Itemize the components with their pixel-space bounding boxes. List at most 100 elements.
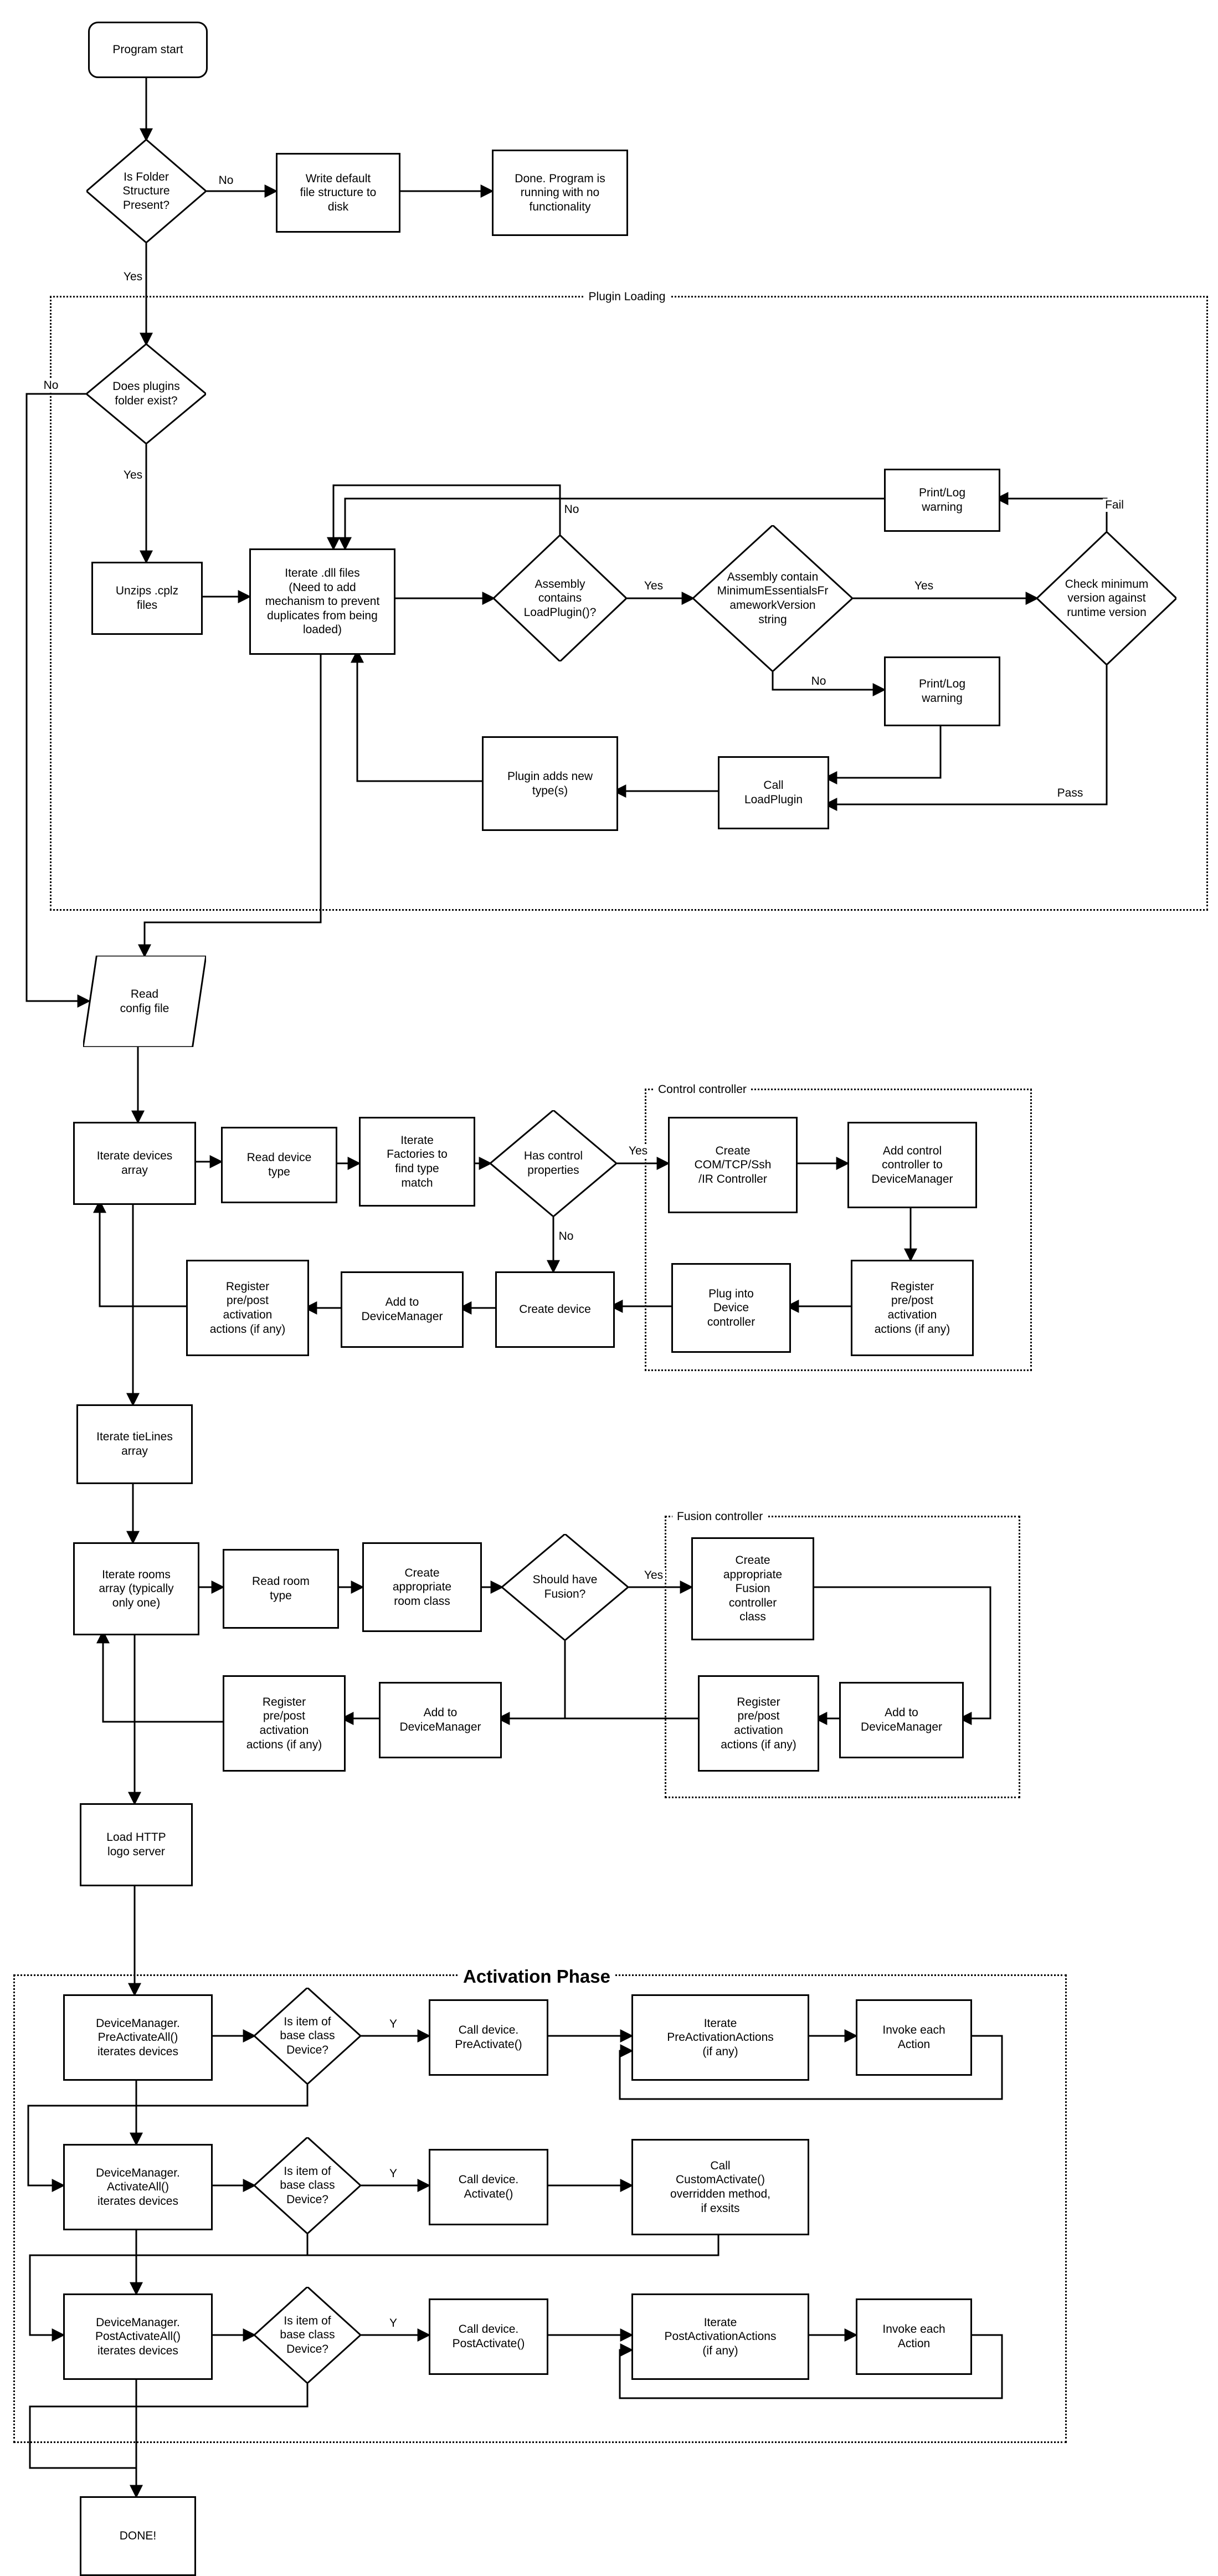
flow-edge bbox=[772, 671, 886, 696]
node-label: Iterate tieLines array bbox=[96, 1430, 173, 1458]
node-label: Plug into Device controller bbox=[707, 1287, 756, 1328]
flow-edge bbox=[811, 1586, 991, 1725]
node-label: Unzips .cplz files bbox=[115, 584, 179, 612]
diamond-shape bbox=[254, 2287, 361, 2383]
node-write-default: Write default file structure to disk bbox=[276, 153, 400, 233]
node-label: Print/Log warning bbox=[918, 486, 966, 514]
node-read-config-file: Read config file bbox=[83, 956, 206, 1047]
flow-edge bbox=[824, 723, 942, 784]
node-done: DONE! bbox=[80, 2496, 196, 2576]
flow-edge bbox=[619, 2035, 1003, 2100]
edge-label-no: No bbox=[556, 1230, 576, 1243]
node-label: Iterate Factories to find type match bbox=[387, 1133, 448, 1189]
node-label: Program start bbox=[112, 43, 183, 57]
node-assembly-loadplugin-check: Assembly contains LoadPlugin()? bbox=[494, 535, 626, 661]
node-unzips-cplz: Unzips .cplz files bbox=[91, 562, 203, 635]
edge-label-yes: Yes bbox=[121, 469, 145, 482]
diamond-shape bbox=[1037, 532, 1176, 665]
fusion-controller-container bbox=[665, 1516, 1020, 1798]
node-read-room-type: Read room type bbox=[223, 1549, 339, 1629]
activation-phase-title: Activation Phase bbox=[459, 1966, 615, 1987]
flow-edge bbox=[995, 492, 1108, 532]
edge-label-no: No bbox=[562, 503, 582, 516]
node-label: Iterate PreActivationActions (if any) bbox=[667, 2016, 774, 2058]
node-call-loadplugin: Call LoadPlugin bbox=[718, 756, 829, 829]
node-label: Iterate .dll files (Need to add mechanis… bbox=[265, 566, 380, 637]
node-label: Call device. PreActivate() bbox=[455, 2024, 522, 2051]
node-iterate-preactivationactions: Iterate PreActivationActions (if any) bbox=[631, 1994, 809, 2081]
node-label: DONE! bbox=[119, 2529, 157, 2543]
node-assembly-minversion-check: Assembly contain MinimumEssentialsFr ame… bbox=[693, 525, 852, 671]
node-label: Iterate devices array bbox=[96, 1150, 173, 1177]
node-label: Add to DeviceManager bbox=[361, 1296, 443, 1323]
node-label: Print/Log warning bbox=[918, 678, 966, 705]
node-iterate-factories: Iterate Factories to find type match bbox=[359, 1117, 475, 1207]
node-iterate-dll: Iterate .dll files (Need to add mechanis… bbox=[249, 548, 395, 655]
node-should-have-fusion: Should have Fusion? bbox=[502, 1534, 628, 1640]
node-is-item-base-device-3: Is item of base class Device? bbox=[254, 2287, 361, 2383]
node-create-com-controller: Create COM/TCP/Ssh /IR Controller bbox=[668, 1117, 798, 1213]
node-create-device: Create device bbox=[495, 1271, 615, 1348]
node-iterate-rooms: Iterate rooms array (typically only one) bbox=[73, 1542, 199, 1635]
node-add-to-devicemanager-rooms: Add to DeviceManager bbox=[379, 1682, 502, 1758]
node-label: Is item of base class Device? bbox=[280, 2164, 335, 2206]
node-check-min-version: Check minimum version against runtime ve… bbox=[1037, 532, 1176, 665]
node-add-to-devicemanager-devices: Add to DeviceManager bbox=[341, 1271, 464, 1348]
node-register-prepost-rooms: Register pre/post activation actions (if… bbox=[223, 1675, 346, 1772]
flow-edge bbox=[96, 1630, 223, 1723]
edge-label-yes: Yes bbox=[626, 1145, 650, 1158]
plugin-loading-label: Plugin Loading bbox=[584, 290, 670, 304]
diamond-shape bbox=[86, 344, 206, 444]
diamond-shape bbox=[494, 535, 626, 661]
node-invoke-each-action-2: Invoke each Action bbox=[856, 2298, 972, 2375]
flow-edge bbox=[93, 1199, 186, 1307]
node-label: Register pre/post activation actions (if… bbox=[874, 1280, 950, 1336]
node-call-preactivate: Call device. PreActivate() bbox=[429, 1999, 548, 2076]
node-invoke-each-action-1: Invoke each Action bbox=[856, 1999, 972, 2076]
diamond-shape bbox=[86, 140, 206, 243]
node-label: Create COM/TCP/Ssh /IR Controller bbox=[694, 1144, 772, 1186]
flow-edge bbox=[25, 393, 91, 1008]
node-label: DeviceManager. PreActivateAll() iterates… bbox=[96, 2016, 180, 2058]
parallelogram-shape bbox=[83, 956, 206, 1047]
edge-label-yes: Yes bbox=[121, 270, 145, 284]
node-label: Add to DeviceManager bbox=[399, 1706, 481, 1733]
node-label: Call LoadPlugin bbox=[744, 779, 803, 806]
flow-edge bbox=[138, 651, 322, 958]
node-plugin-adds-types: Plugin adds new type(s) bbox=[482, 736, 618, 831]
node-iterate-devices: Iterate devices array bbox=[73, 1122, 196, 1205]
edge-label-fail: Fail bbox=[1103, 499, 1126, 512]
node-label: Register pre/post activation actions (if… bbox=[721, 1695, 796, 1751]
node-call-customactivate: Call CustomActivate() overridden method,… bbox=[631, 2139, 809, 2235]
node-label: Read device type bbox=[246, 1151, 312, 1178]
node-register-prepost-control: Register pre/post activation actions (if… bbox=[851, 1260, 974, 1356]
node-label: DeviceManager. PostActivateAll() iterate… bbox=[95, 2316, 181, 2357]
node-label: Done. Program is running with no functio… bbox=[515, 172, 605, 213]
node-activateall: DeviceManager. ActivateAll() iterates de… bbox=[63, 2144, 213, 2230]
node-label: Should have Fusion? bbox=[532, 1573, 598, 1600]
node-label: Is item of base class Device? bbox=[280, 2314, 335, 2356]
node-read-device-type: Read device type bbox=[221, 1127, 337, 1203]
node-label: Read room type bbox=[252, 1575, 310, 1602]
node-create-room-class: Create appropriate room class bbox=[362, 1542, 482, 1632]
node-label: Invoke each Action bbox=[882, 2323, 945, 2350]
node-label: Create device bbox=[519, 1303, 591, 1316]
diamond-shape bbox=[502, 1534, 628, 1640]
node-label: Call CustomActivate() overridden method,… bbox=[670, 2159, 770, 2215]
node-label: Is Folder Structure Present? bbox=[122, 170, 170, 212]
edge-label-yes: Yes bbox=[641, 1569, 666, 1582]
node-label: Register pre/post activation actions (if… bbox=[246, 1695, 322, 1751]
node-has-control-properties: Has control properties bbox=[490, 1110, 616, 1217]
edge-label-yes: Yes bbox=[912, 579, 936, 593]
node-call-activate: Call device. Activate() bbox=[429, 2149, 548, 2225]
diamond-shape bbox=[490, 1110, 616, 1217]
flow-edge bbox=[29, 2383, 309, 2469]
node-label: Assembly contains LoadPlugin()? bbox=[523, 577, 597, 619]
node-label: Iterate PostActivationActions (if any) bbox=[664, 2316, 777, 2357]
node-load-http-logo-server: Load HTTP logo server bbox=[80, 1803, 193, 1886]
edge-label-y: Y bbox=[387, 2167, 400, 2180]
node-register-prepost-fusion: Register pre/post activation actions (if… bbox=[698, 1675, 819, 1772]
node-program-start: Program start bbox=[88, 22, 208, 78]
node-label: Iterate rooms array (typically only one) bbox=[99, 1568, 174, 1609]
node-call-postactivate: Call device. PostActivate() bbox=[429, 2298, 548, 2375]
